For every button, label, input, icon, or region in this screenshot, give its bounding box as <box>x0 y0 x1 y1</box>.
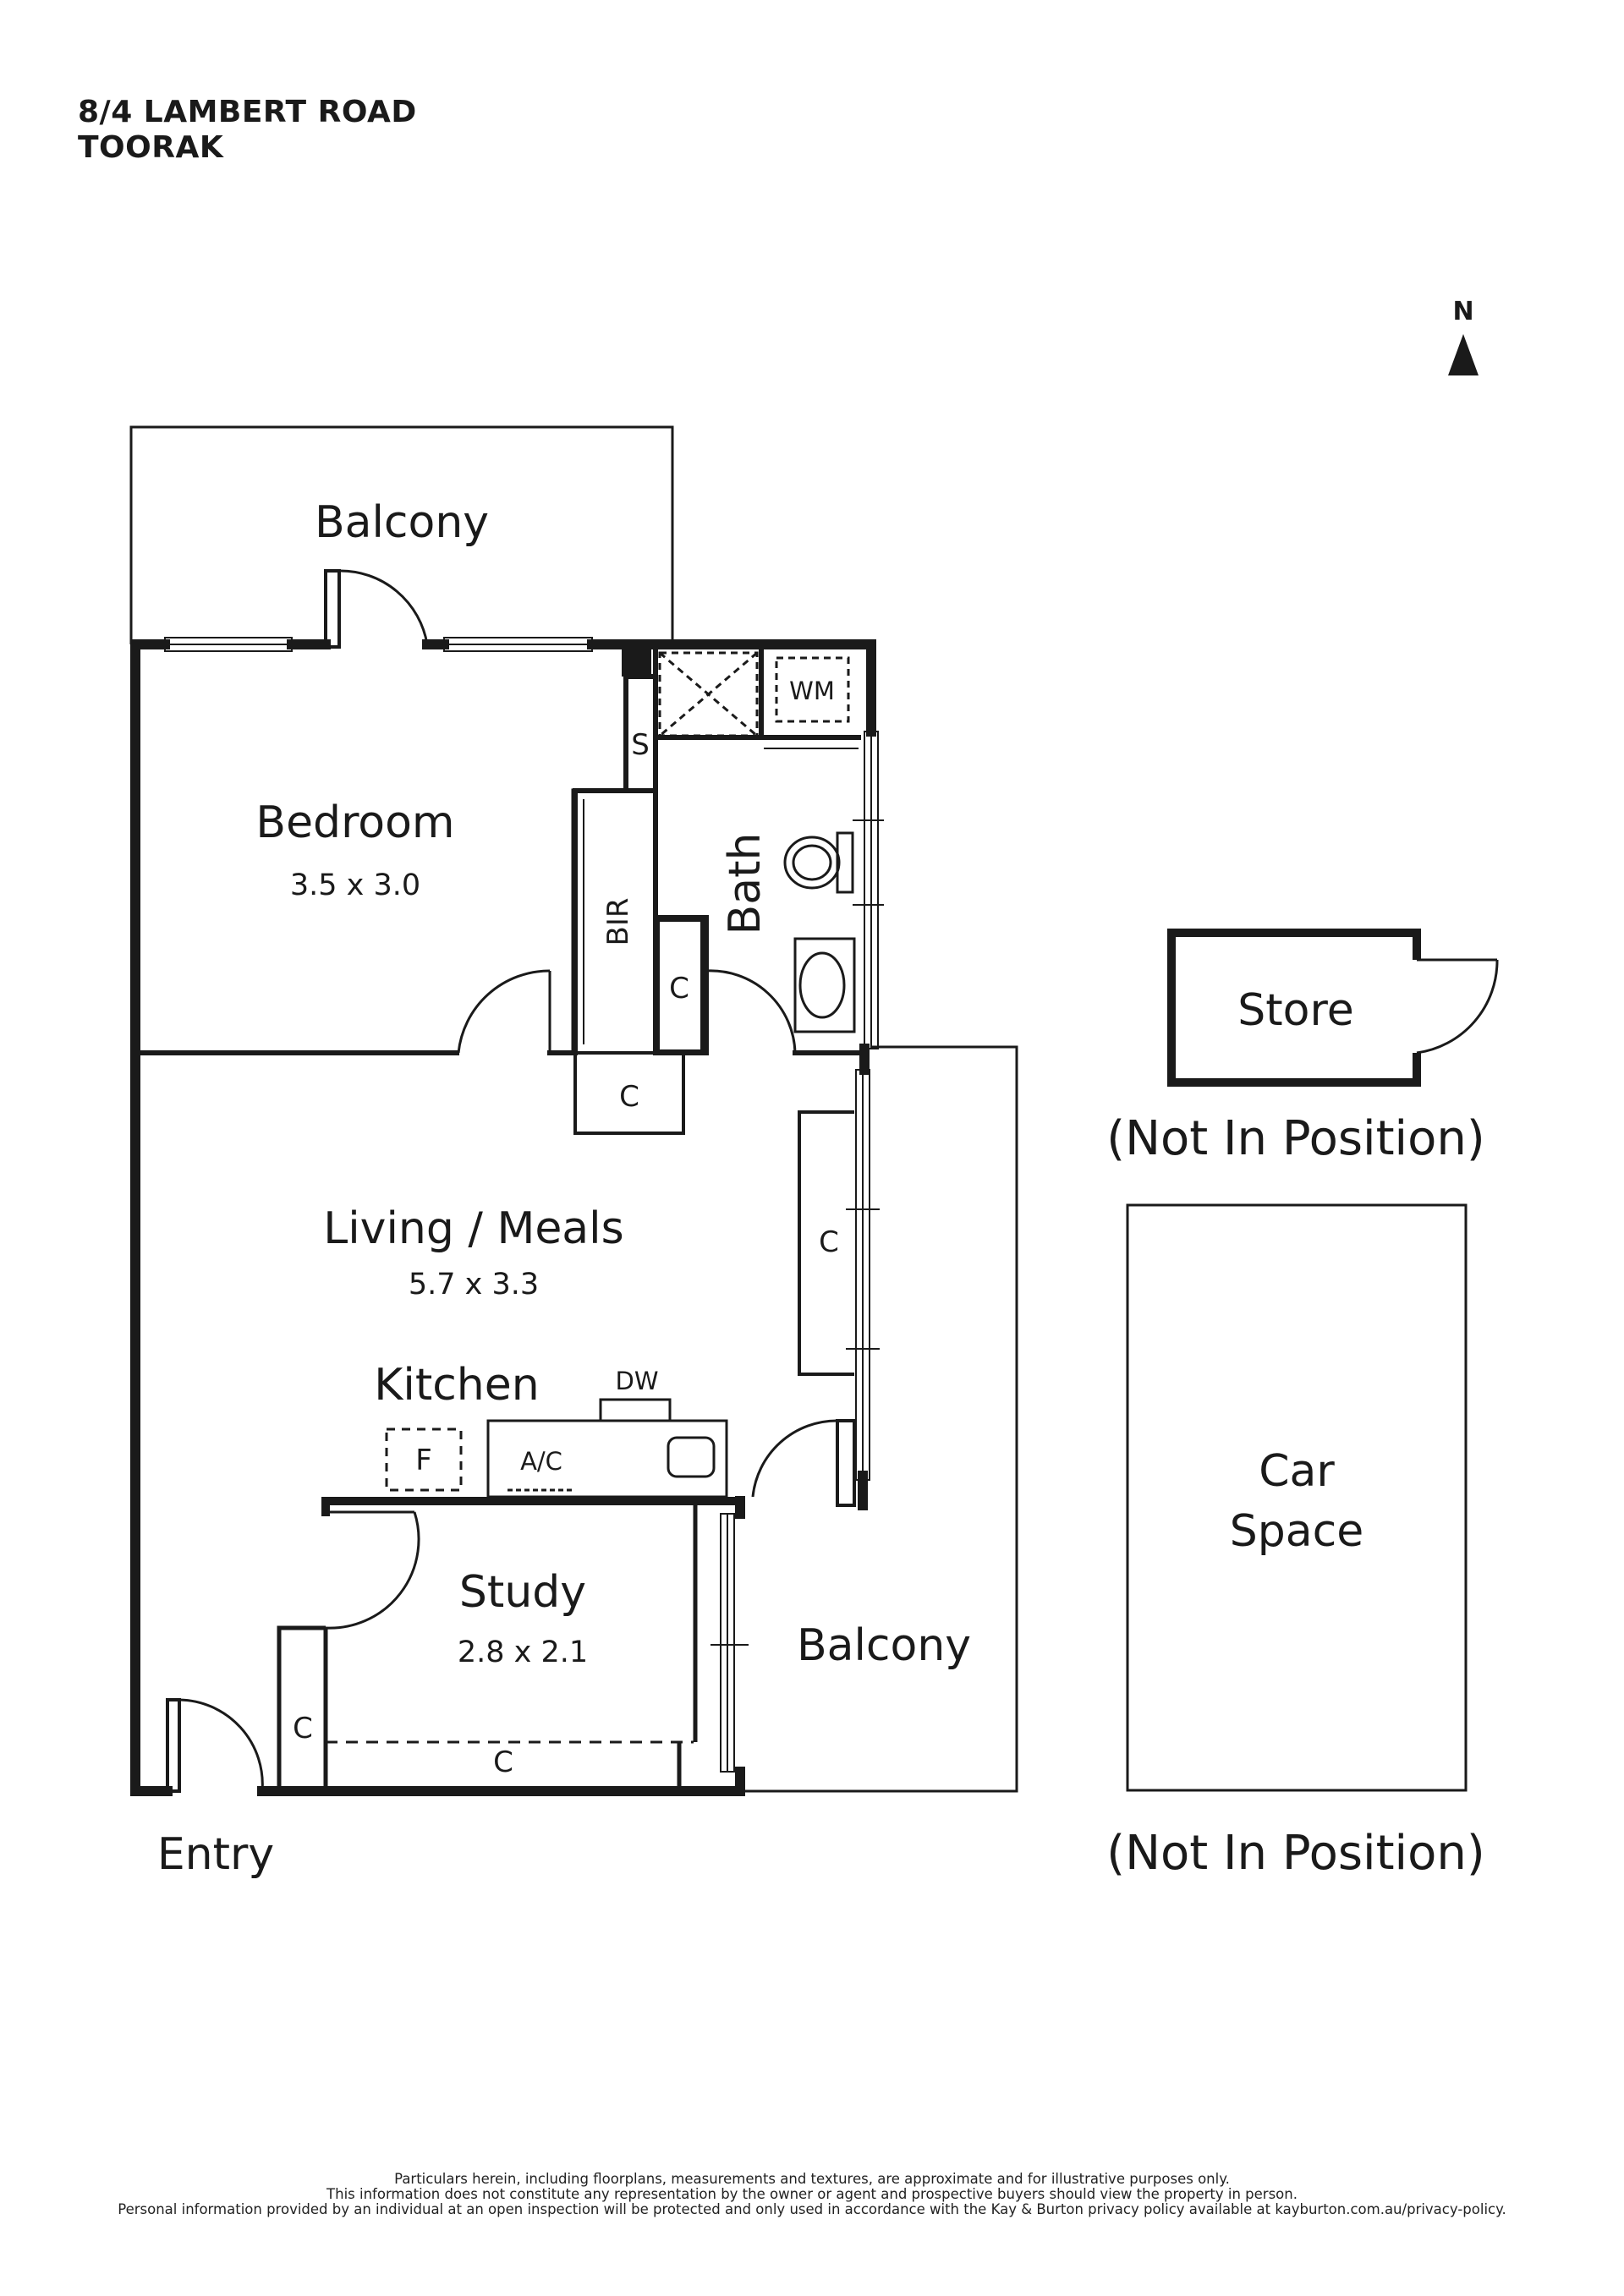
entry-door <box>166 1698 264 1793</box>
study-dims: 2.8 x 2.1 <box>458 1636 588 1669</box>
fridge-label: F <box>415 1444 432 1477</box>
east-windows <box>846 731 884 1481</box>
study-window <box>710 1513 749 1773</box>
disclaimer: Particulars herein, including floorplans… <box>0 2172 1624 2217</box>
entry-label: Entry <box>157 1829 274 1880</box>
car-space-label-line2: Space <box>1230 1506 1363 1557</box>
address-street: 8/4 LAMBERT ROAD <box>78 95 417 129</box>
living-dims: 5.7 x 3.3 <box>409 1268 539 1301</box>
living-side-cupboard <box>798 1110 854 1376</box>
side-balcony-door <box>751 1419 856 1507</box>
bath-label: Bath <box>720 833 771 935</box>
car-space-outline <box>1126 1203 1468 1792</box>
property-address: 8/4 LAMBERT ROAD TOORAK <box>78 95 417 166</box>
living-cupboard-top <box>573 1051 685 1135</box>
living-side-cupboard-label: C <box>819 1225 839 1259</box>
disclaimer-line-1: Particulars herein, including floorplans… <box>394 2171 1230 2187</box>
bath-wall-block <box>622 647 651 677</box>
disclaimer-line-2: This information does not constitute any… <box>326 2186 1298 2202</box>
bedroom-door <box>457 969 551 1054</box>
basin-icon <box>793 937 856 1033</box>
washing-machine-label: WM <box>789 677 835 705</box>
compass-label: N <box>1452 297 1473 326</box>
kitchen-label: Kitchen <box>374 1360 539 1411</box>
shelf-label: S <box>631 728 650 762</box>
study-cupboard-small-label: C <box>293 1712 313 1745</box>
bedroom-dims: 3.5 x 3.0 <box>290 869 420 902</box>
car-space-note: (Not In Position) <box>1106 1826 1484 1881</box>
shower-icon <box>658 651 759 737</box>
balcony-side-outline <box>740 1045 1018 1793</box>
dishwasher-label: DW <box>615 1367 658 1395</box>
living-label: Living / Meals <box>323 1203 623 1254</box>
study-label: Study <box>459 1567 586 1618</box>
bedroom-label: Bedroom <box>255 797 454 848</box>
exterior-walls <box>130 639 876 1796</box>
fridge-box <box>385 1427 463 1492</box>
car-space-label-line1: Car <box>1259 1446 1335 1497</box>
bath-door <box>705 969 797 1054</box>
living-cupboard-label: C <box>619 1080 639 1114</box>
study-walls <box>321 1497 744 1516</box>
toilet-icon <box>783 831 854 894</box>
store-door <box>1416 958 1499 1055</box>
balcony-top-outline <box>129 425 674 644</box>
store-label: Store <box>1237 985 1353 1036</box>
north-arrow-icon <box>1448 334 1479 375</box>
aircon-label: A/C <box>520 1447 562 1476</box>
store-note: (Not In Position) <box>1106 1111 1484 1166</box>
address-suburb: TOORAK <box>78 130 224 165</box>
disclaimer-line-3: Personal information provided by an indi… <box>118 2201 1506 2217</box>
top-windows <box>164 637 593 652</box>
washing-machine-box <box>775 656 850 723</box>
study-inner-walls <box>277 1505 698 1789</box>
bedroom-balcony-door <box>324 569 429 649</box>
balcony-side-label: Balcony <box>797 1620 971 1671</box>
study-door <box>325 1510 420 1630</box>
bir-label: BIR <box>601 898 635 946</box>
study-robe-label: C <box>493 1745 513 1779</box>
store-outline <box>1167 929 1421 1087</box>
bath-cupboard-label: C <box>669 972 689 1006</box>
balcony-top-label: Balcony <box>315 497 489 548</box>
